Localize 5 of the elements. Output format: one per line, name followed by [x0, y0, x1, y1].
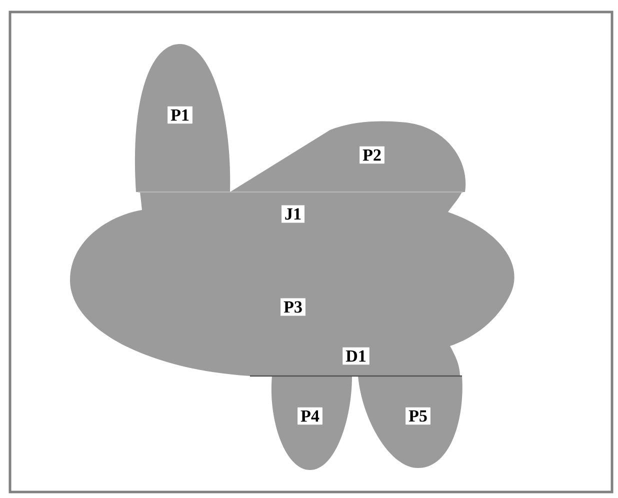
node-label: P1 [170, 109, 189, 121]
boundary-label: J1 [282, 205, 304, 223]
node-label: P2 [362, 149, 381, 161]
boundary-label: D1 [342, 347, 370, 365]
node-label: P3 [284, 301, 302, 313]
